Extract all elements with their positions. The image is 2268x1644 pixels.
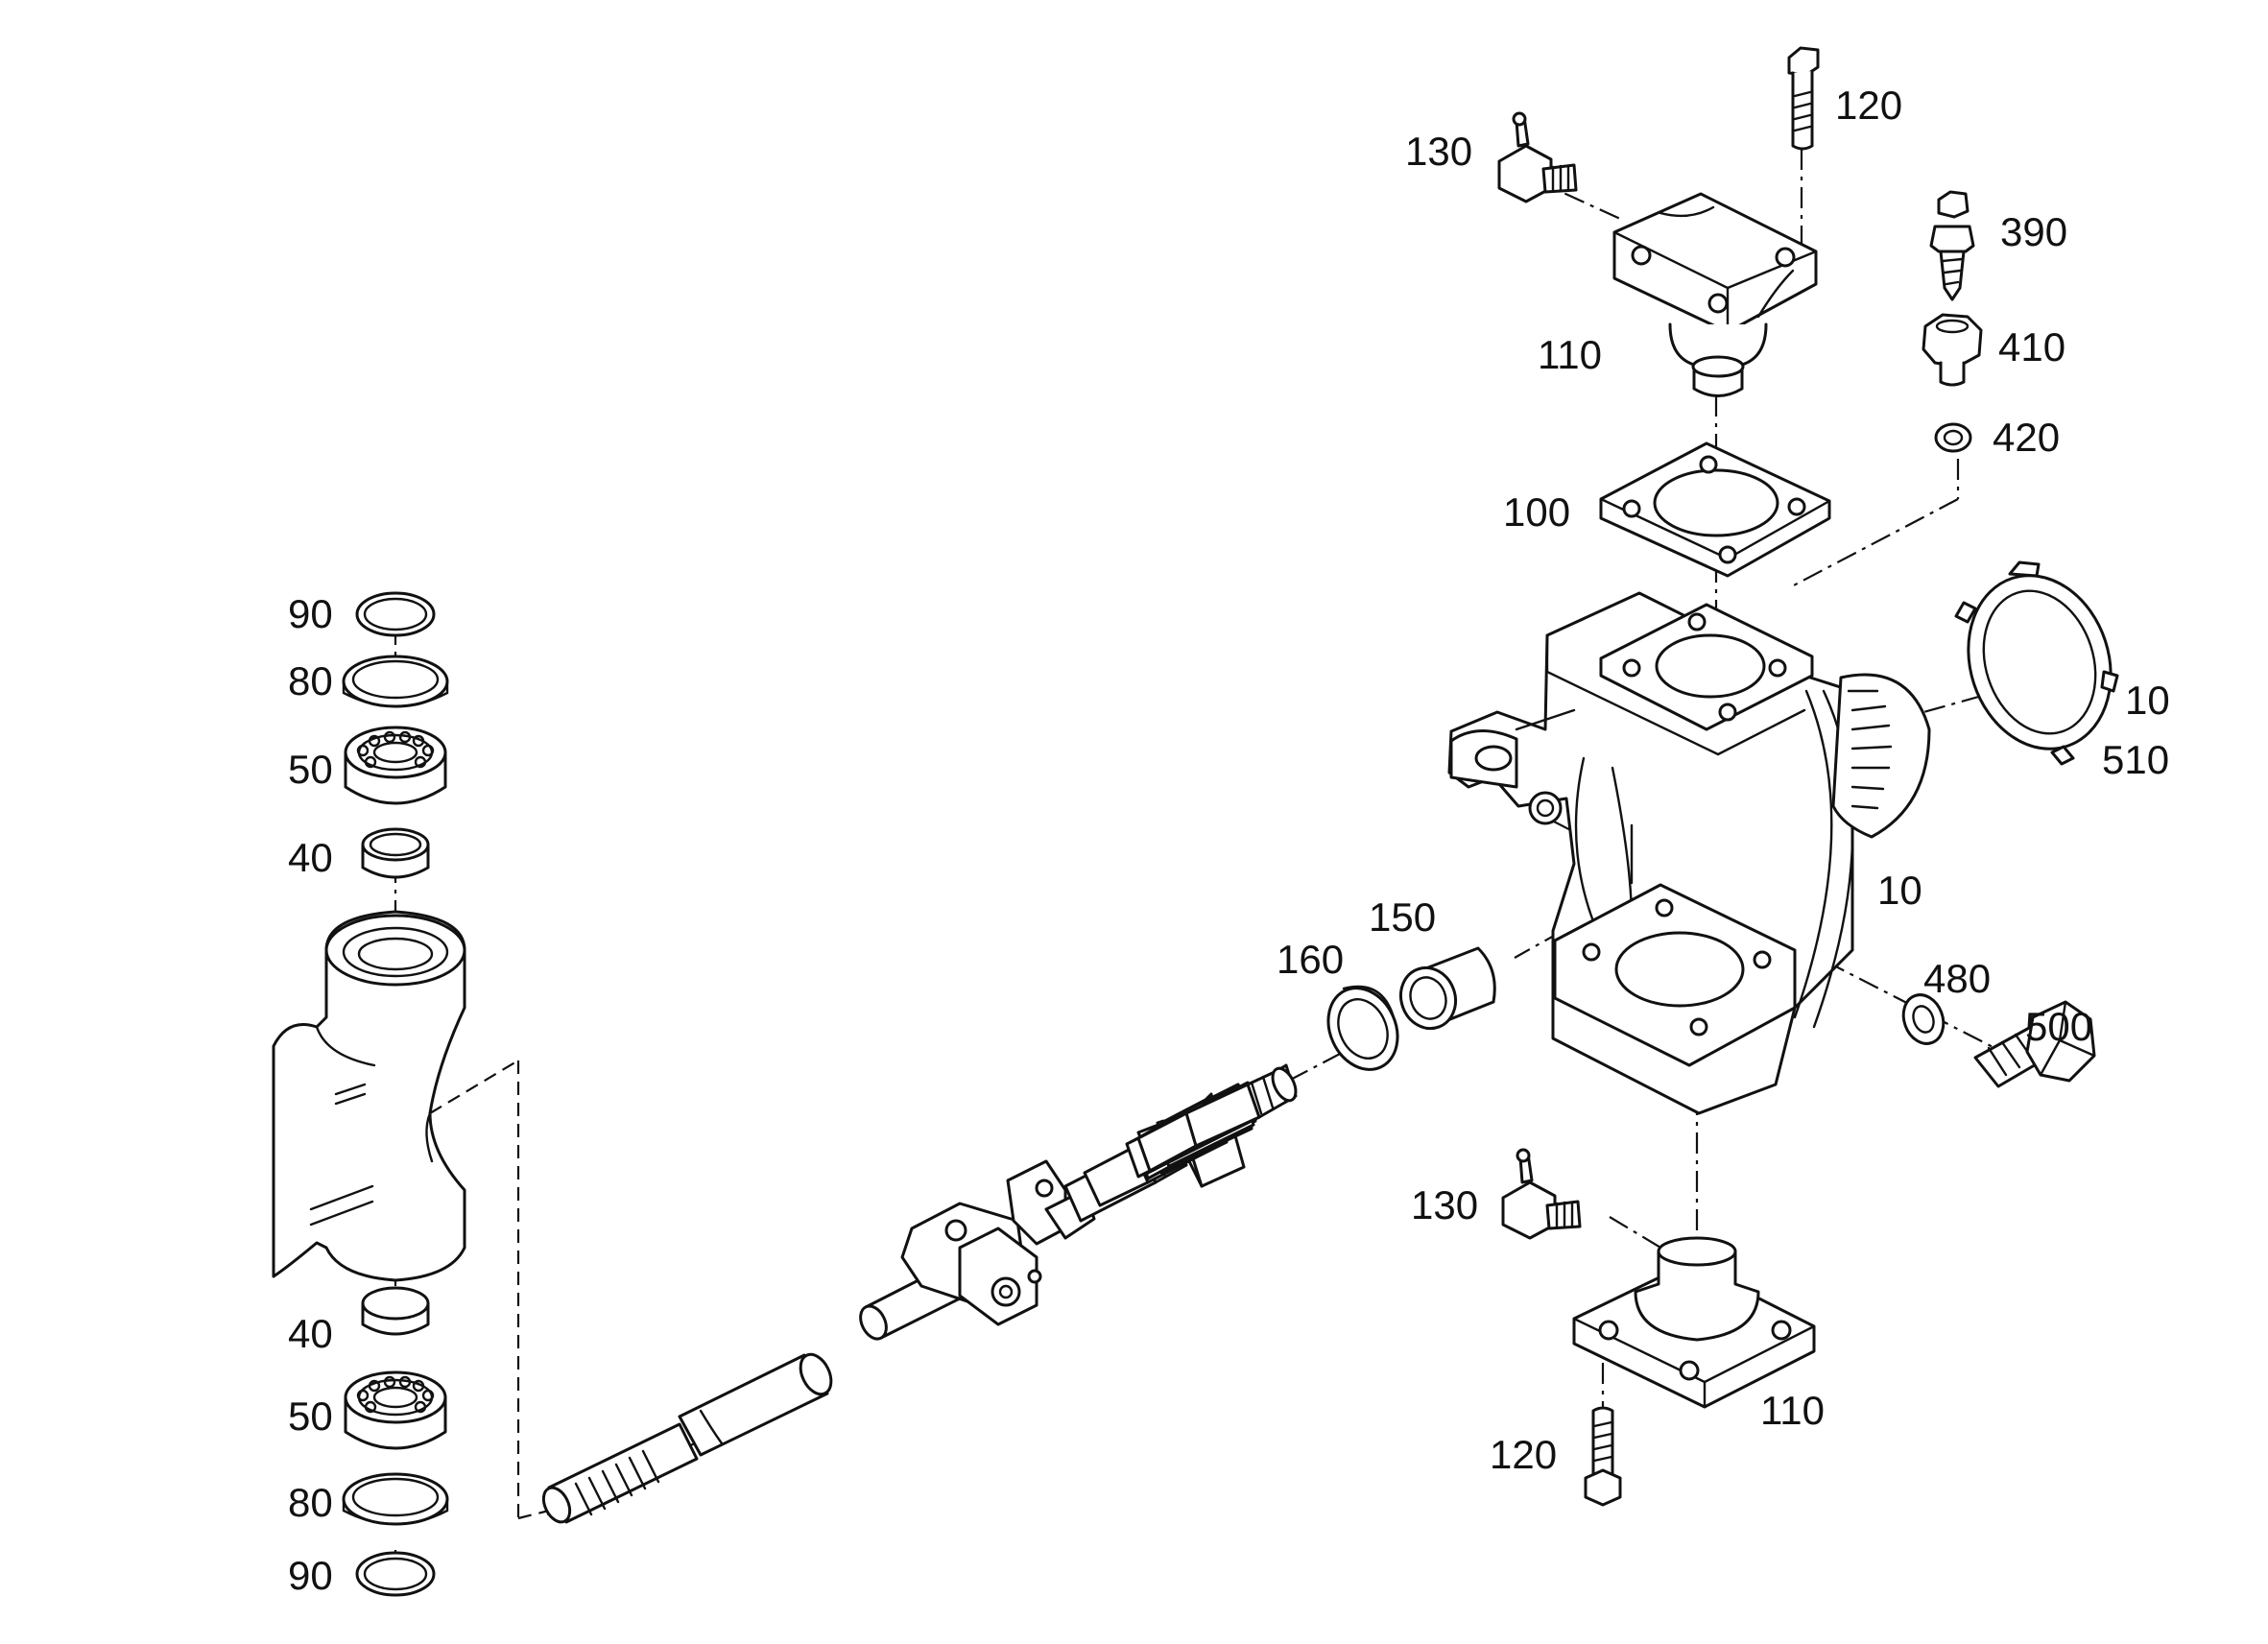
bolt-120-top xyxy=(1787,46,1820,151)
label-80-bottom: 80 xyxy=(288,1480,333,1525)
nut-410 xyxy=(1922,313,1983,387)
label-120-bottom: 120 xyxy=(1490,1432,1557,1477)
label-10-mid: 10 xyxy=(1877,868,1922,913)
washer-480 xyxy=(1901,993,1946,1045)
label-80-top: 80 xyxy=(288,658,333,703)
label-500: 500 xyxy=(2025,1004,2092,1049)
label-90-top: 90 xyxy=(288,591,333,636)
label-510: 510 xyxy=(2102,737,2169,782)
label-130-bottom: 130 xyxy=(1411,1182,1478,1227)
bearing-50-bottom xyxy=(344,1370,447,1450)
ring-nut-10-510 xyxy=(1954,560,2119,766)
washer-420 xyxy=(1934,422,1972,453)
grease-nipple-130-bottom xyxy=(1501,1148,1582,1240)
grease-nipple-130-top xyxy=(1497,111,1578,203)
splined-shaft-upper xyxy=(1083,1063,1298,1207)
flange-cap-110-top xyxy=(1612,192,1818,397)
left-steering-housing xyxy=(272,910,466,1282)
label-110-top: 110 xyxy=(1538,332,1602,377)
part-labels: 120 130 390 110 410 420 100 90 80 50 40 … xyxy=(288,83,2170,1598)
label-120-top: 120 xyxy=(1835,83,1902,128)
cup-40-bottom xyxy=(361,1286,430,1336)
label-110-bottom: 110 xyxy=(1760,1388,1825,1433)
bushing-150 xyxy=(1399,946,1496,1031)
bolt-120-bottom xyxy=(1584,1406,1622,1507)
breather-390 xyxy=(1929,190,1975,301)
label-100: 100 xyxy=(1503,489,1570,535)
ring-90-bottom xyxy=(355,1551,436,1597)
cup-40-top xyxy=(361,827,430,879)
label-390: 390 xyxy=(2000,209,2067,254)
label-90-bottom: 90 xyxy=(288,1553,333,1598)
steering-housing-10 xyxy=(1447,591,1931,1115)
label-160: 160 xyxy=(1277,937,1344,982)
seal-160 xyxy=(1326,985,1399,1071)
ring-90-top xyxy=(355,591,436,637)
bolt-500 xyxy=(1973,1000,2096,1088)
ring-80-top xyxy=(342,655,449,708)
label-10-right: 10 xyxy=(2125,678,2170,723)
label-40-top: 40 xyxy=(288,835,333,880)
label-40-bottom: 40 xyxy=(288,1311,333,1356)
label-50-top: 50 xyxy=(288,747,333,792)
label-410: 410 xyxy=(1998,324,2065,369)
ring-80-bottom xyxy=(342,1472,449,1526)
gasket-100 xyxy=(1599,441,1831,578)
bearing-50-top xyxy=(344,726,447,805)
label-150: 150 xyxy=(1369,894,1436,940)
label-420: 420 xyxy=(1993,415,2060,460)
flange-cap-110-bottom xyxy=(1572,1236,1816,1409)
label-480: 480 xyxy=(1923,956,1991,1001)
label-130-top: 130 xyxy=(1405,129,1472,174)
splined-shaft-lower xyxy=(541,1352,833,1524)
shaft-connection-line xyxy=(429,1060,550,1520)
label-50-bottom: 50 xyxy=(288,1394,333,1439)
